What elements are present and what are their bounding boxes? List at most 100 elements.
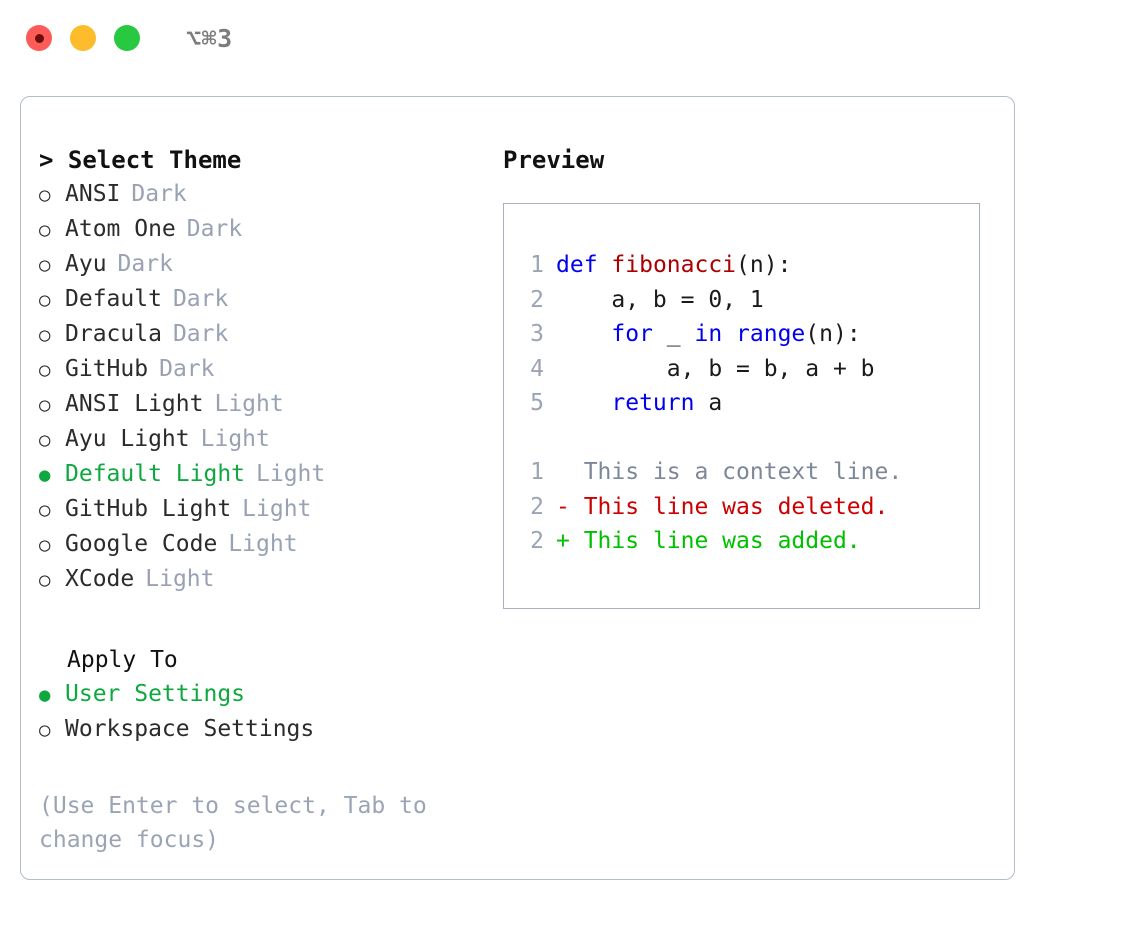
apply-to-header: Apply To <box>67 647 178 673</box>
theme-variant-tag: Dark <box>131 181 187 207</box>
diff-line: 2 + This line was added. <box>520 524 979 559</box>
code-line-number: 3 <box>530 321 544 347</box>
theme-option-label: XCode <box>65 566 135 592</box>
maximize-button[interactable] <box>114 25 140 51</box>
window-controls <box>26 25 140 51</box>
theme-option-label: Atom One <box>65 216 176 242</box>
radio-unselected-icon: ○ <box>39 569 51 591</box>
theme-option-dracula[interactable]: ○ Dracula Dark <box>39 317 491 352</box>
code-line: 3 for _ in range(n): <box>520 317 979 352</box>
minimize-button[interactable] <box>70 25 96 51</box>
code-token <box>598 252 612 278</box>
radio-selected-icon: ● <box>39 684 51 706</box>
apply-to-option-label: User Settings <box>65 681 246 707</box>
diff-line-number: 1 <box>530 459 544 485</box>
radio-unselected-icon: ○ <box>39 394 51 416</box>
title-bar: ⌥⌘3 <box>0 0 1140 76</box>
code-token <box>722 321 736 347</box>
theme-option-label: Dracula <box>65 321 162 347</box>
code-token: _ <box>652 321 695 347</box>
radio-unselected-icon: ○ <box>39 289 51 311</box>
apply-to-option-workspace-settings[interactable]: ○ Workspace Settings <box>39 712 491 747</box>
code-line-number: 1 <box>530 252 544 278</box>
apply-to-option-list: ● User Settings ○ Workspace Settings <box>39 677 491 747</box>
preview-title: Preview <box>503 146 605 174</box>
code-token: fibonacci <box>611 252 737 278</box>
diff-marker: + <box>556 528 570 554</box>
code-diff-separator <box>520 421 979 456</box>
keyboard-hint-text: (Use Enter to select, Tab to change focu… <box>39 793 441 853</box>
diff-sample: 1 This is a context line.2- This line wa… <box>520 455 979 559</box>
code-token <box>556 390 611 416</box>
code-line-number: 5 <box>530 390 544 416</box>
select-theme-header: > Select Theme <box>39 146 242 174</box>
theme-variant-tag: Dark <box>172 321 229 347</box>
code-token: a, b = 0, 1 <box>556 286 764 313</box>
code-line: 4 a, b = b, a + b <box>520 352 979 387</box>
apply-to-option-user-settings[interactable]: ● User Settings <box>39 677 491 712</box>
code-line: 2 a, b = 0, 1 <box>520 283 979 318</box>
theme-variant-tag: Light <box>200 426 270 452</box>
code-token: range <box>736 321 806 347</box>
theme-option-label: Ayu <box>65 251 107 277</box>
diff-line-number: 2 <box>530 528 544 554</box>
diff-line-text: This is a context line. <box>569 459 903 485</box>
diff-line-text: This line was added. <box>569 528 861 554</box>
code-token: (n): <box>805 321 861 347</box>
code-token: in <box>694 321 723 347</box>
radio-unselected-icon: ○ <box>39 534 51 556</box>
theme-option-ansi[interactable]: ○ ANSI Dark <box>39 177 491 212</box>
theme-option-ansi-light[interactable]: ○ ANSI Light Light <box>39 387 491 422</box>
theme-option-label: Ayu Light <box>65 426 190 452</box>
keyboard-shortcut-label: ⌥⌘3 <box>186 23 233 53</box>
apply-to-option-label: Workspace Settings <box>65 716 315 742</box>
code-token <box>556 321 611 347</box>
diff-marker: - <box>556 493 570 520</box>
radio-unselected-icon: ○ <box>39 184 51 206</box>
radio-unselected-icon: ○ <box>39 499 51 521</box>
code-line-number: 2 <box>530 286 544 313</box>
theme-variant-tag: Light <box>145 566 215 592</box>
theme-option-label: GitHub <box>65 356 149 382</box>
theme-variant-tag: Light <box>214 391 284 417</box>
diff-line-text: This line was deleted. <box>569 493 889 520</box>
code-line-text: for _ in range(n): <box>556 317 861 352</box>
theme-option-github-light[interactable]: ○ GitHub Light Light <box>39 492 491 527</box>
code-line-text: a, b = 0, 1 <box>556 283 764 318</box>
diff-line: 2- This line was deleted. <box>520 490 979 525</box>
code-token: a <box>694 390 723 416</box>
code-token: a, b = b, a + b <box>556 355 875 382</box>
code-token: (n): <box>736 252 792 278</box>
code-token: def <box>556 252 598 278</box>
code-line-text: return a <box>556 386 722 421</box>
radio-unselected-icon: ○ <box>39 359 51 381</box>
code-token: for <box>611 321 653 347</box>
theme-variant-tag: Dark <box>186 216 243 242</box>
diff-line-number: 2 <box>530 493 544 520</box>
radio-unselected-icon: ○ <box>39 324 51 346</box>
theme-option-label: ANSI Light <box>65 391 204 417</box>
diff-line: 1 This is a context line. <box>520 455 979 490</box>
close-button[interactable] <box>26 25 52 51</box>
radio-unselected-icon: ○ <box>39 719 51 741</box>
theme-option-label: ANSI <box>65 181 121 207</box>
theme-variant-tag: Light <box>228 531 298 557</box>
theme-variant-tag: Light <box>242 496 312 522</box>
theme-option-label: Default Light <box>65 461 246 487</box>
code-line-text: a, b = b, a + b <box>556 352 875 387</box>
theme-option-xcode[interactable]: ○ XCode Light <box>39 562 491 597</box>
theme-option-label: GitHub Light <box>65 496 232 522</box>
